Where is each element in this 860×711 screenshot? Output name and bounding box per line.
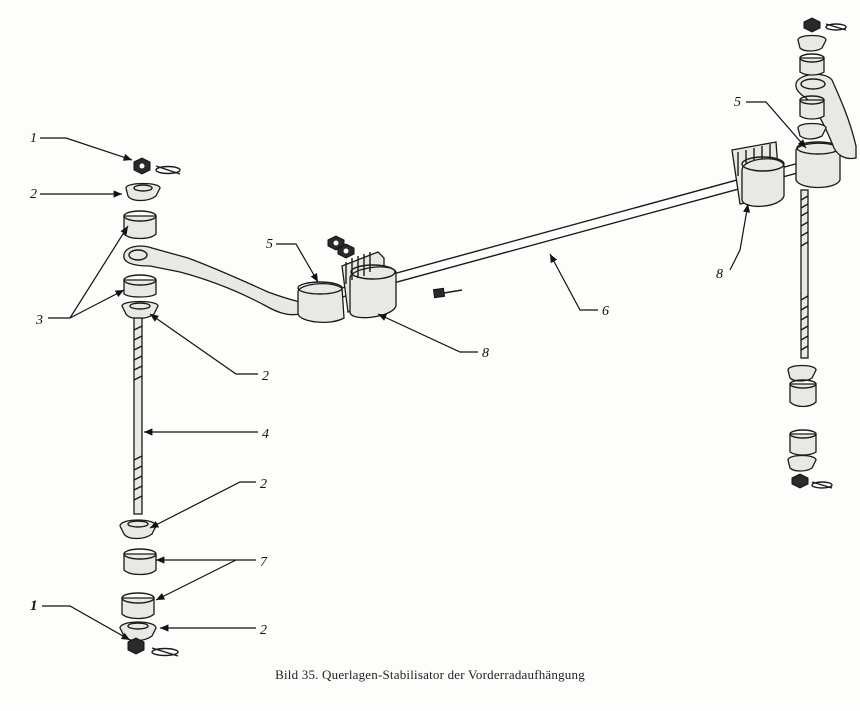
right-bushing-5 — [795, 141, 841, 189]
left-bushing-lower-3 — [123, 274, 157, 298]
bracket-nuts — [327, 235, 355, 259]
label-2-top: 2 — [30, 187, 37, 202]
left-bushing-upper-3 — [123, 210, 157, 240]
label-4: 4 — [262, 427, 269, 442]
bracket-bolt — [432, 287, 463, 299]
left-bracket-8 — [341, 251, 397, 319]
label-5-left: 5 — [266, 237, 273, 252]
label-7: 7 — [260, 555, 268, 570]
leader-lines — [40, 101, 807, 641]
left-top-washer-2 — [125, 182, 161, 202]
right-bottom-parts — [787, 364, 833, 489]
left-long-bolt-4 — [133, 317, 143, 515]
label-8-right: 8 — [716, 267, 723, 282]
left-bottom-nut-1 — [127, 637, 179, 657]
left-bushing-lower-7 — [121, 592, 155, 620]
label-2-mid: 2 — [262, 369, 269, 384]
label-1-bottom: 1 — [30, 598, 38, 614]
left-bushing-upper-7 — [123, 548, 157, 576]
right-top-parts — [797, 17, 847, 140]
label-8-left: 8 — [482, 346, 489, 361]
left-top-nut-1 — [133, 157, 181, 175]
left-low-washer-2 — [119, 519, 157, 540]
label-6: 6 — [602, 304, 609, 319]
figure-caption: Bild 35. Querlagen-Stabilisator der Vord… — [275, 667, 585, 682]
label-5-right: 5 — [734, 95, 741, 110]
left-bushing-5 — [297, 281, 345, 324]
right-long-bolt — [800, 189, 809, 359]
label-1-top: 1 — [30, 131, 37, 146]
part-labels: 1 2 3 2 4 2 7 1 2 5 8 6 5 8 — [30, 95, 741, 638]
label-2-low: 2 — [260, 477, 267, 492]
label-3: 3 — [35, 313, 43, 328]
right-bracket-8 — [731, 141, 785, 207]
label-2-bottom: 2 — [260, 623, 267, 638]
